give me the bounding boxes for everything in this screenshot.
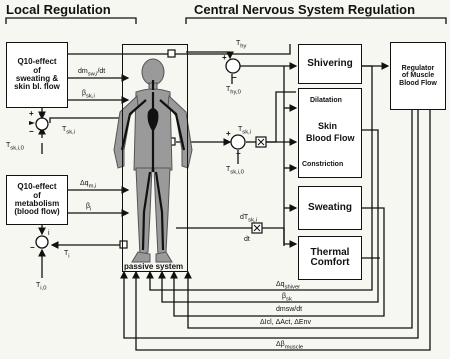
label-t-i: Ti <box>64 250 70 260</box>
label-blood-flow: Blood Flow <box>306 133 355 143</box>
label-t-sk: Tsk,i <box>238 126 252 136</box>
box-regulator-muscle-blood-flow: Regulator of Muscle Blood Flow <box>390 42 446 110</box>
label-t-hy0: Thy,0 <box>226 86 241 96</box>
feedback-dicl-act-env: ΔIcl, ΔAct, ΔEnv <box>260 319 311 326</box>
label-i-mark: i <box>48 230 50 237</box>
label-dt: dt <box>244 236 250 243</box>
header-local-regulation: Local Regulation <box>6 2 111 17</box>
label-dqm: Δqm,i <box>80 180 97 190</box>
sign-minus-sk: − <box>236 149 241 158</box>
sign-minus-hy: − <box>232 73 237 82</box>
sign-plus-hy: + <box>222 53 227 62</box>
label-t-sk-i0: Tsk,i,0 <box>6 142 24 152</box>
sum-node-hypothalamus <box>225 58 241 74</box>
sum-node-skin-local <box>35 117 49 131</box>
sum-node-tissue-local <box>35 235 49 249</box>
sign-plus-1: + <box>29 109 34 118</box>
sign-minus-2: − <box>30 243 35 252</box>
box-sweating: Sweating <box>298 186 362 230</box>
passive-system-box <box>122 44 188 272</box>
human-body-figure <box>113 58 193 263</box>
label-dmsw: dmsw,i/dt <box>78 68 106 78</box>
feedback-beta-sk: βsk <box>282 293 292 303</box>
sum-node-skin-central <box>230 134 246 150</box>
label-beta-i: βi <box>86 203 92 213</box>
label-t-hy: Thy <box>236 40 247 50</box>
label-dilatation: Dilatation <box>310 97 342 104</box>
feedback-dbeta-muscle: Δβmuscle <box>276 341 304 351</box>
label-t-i0: Ti,0 <box>36 282 47 292</box>
label-t-sk0: Tsk,i,0 <box>226 166 244 176</box>
feedback-dm-sw: dmsw/dt <box>276 306 303 313</box>
local-bracket <box>5 17 137 24</box>
label-beta-sk: βsk,i <box>82 90 95 100</box>
label-skin-blood-flow: Skin <box>318 121 338 131</box>
box-q10-sweating-skin-flow: Q10-effect of sweating & skin bl. flow <box>6 42 68 108</box>
node-square-hy <box>167 49 176 58</box>
sign-minus-1: − <box>29 127 34 136</box>
label-t-sk-i: Tsk,i <box>62 126 76 136</box>
box-thermal-comfort: Thermal Comfort <box>298 236 362 280</box>
label-constriction: Constriction <box>302 161 344 168</box>
sign-plus-sk: + <box>226 129 231 138</box>
label-dt-sk: dTsk,i <box>240 214 257 224</box>
central-bracket <box>185 17 447 24</box>
header-central-regulation: Central Nervous System Regulation <box>194 2 416 17</box>
feedback-dq-shiver: Δqshiver <box>276 281 301 291</box>
node-square-t-local <box>119 240 128 249</box>
box-shivering: Shivering <box>298 44 362 84</box>
passive-system-label: passive system <box>124 262 184 271</box>
box-q10-metabolism: Q10-effect of metabolism (blood flow) <box>6 175 68 225</box>
box-skin-blood-flow <box>298 88 362 178</box>
